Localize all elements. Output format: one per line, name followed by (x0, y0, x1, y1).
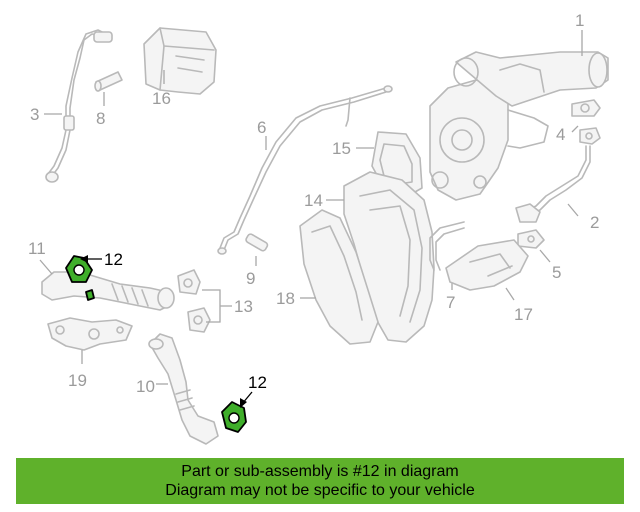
callout-2: 2 (590, 213, 599, 232)
arrow-12a-icon (80, 255, 88, 263)
leader-5 (539, 249, 551, 263)
callout-10: 10 (136, 377, 155, 396)
callout-4: 4 (556, 125, 565, 144)
part-18-heat-shield (299, 209, 379, 345)
part-9-fitting (245, 233, 269, 252)
callout-5: 5 (552, 263, 561, 282)
part-11-egr-pipe (41, 271, 175, 311)
part-12-gasket-lower (221, 401, 247, 433)
callout-19: 19 (68, 371, 87, 390)
part-13-gaskets (177, 269, 211, 333)
part-8-tube (94, 71, 123, 92)
part-17-bracket (445, 239, 529, 291)
part-12-gasket-upper (65, 255, 95, 301)
callout-9: 9 (246, 269, 255, 288)
part-10-egr-pipe (148, 333, 219, 445)
part-14-manifold (343, 171, 435, 343)
leader-17 (505, 287, 515, 301)
callout-12-lower: 12 (248, 373, 267, 392)
callout-18: 18 (276, 289, 295, 308)
banner-line-1: Part or sub-assembly is #12 in diagram (181, 463, 459, 480)
callout-15: 15 (332, 139, 351, 158)
part-3-hose (45, 29, 113, 183)
banner-line-2: Diagram may not be specific to your vehi… (165, 482, 475, 499)
callout-3: 3 (30, 105, 39, 124)
part-19-connector (47, 317, 133, 351)
callout-6: 6 (257, 118, 266, 137)
leader-4 (571, 125, 579, 133)
part-5-gasket (517, 229, 545, 249)
info-banner: Part or sub-assembly is #12 in diagram D… (16, 458, 624, 504)
callout-11: 11 (28, 239, 46, 258)
callout-13: 13 (234, 297, 253, 316)
leader-2 (567, 203, 579, 217)
arrow-12b-icon (240, 398, 247, 408)
callout-12-upper: 12 (104, 250, 123, 269)
callout-1: 1 (575, 11, 584, 30)
callout-8: 8 (96, 109, 105, 128)
part-6-line (217, 85, 393, 255)
callout-17: 17 (514, 305, 533, 324)
leader-11 (39, 259, 53, 275)
leader-13 (202, 289, 232, 323)
part-4-gasket (571, 99, 601, 145)
part-2-oil-line (515, 145, 591, 223)
callout-7: 7 (446, 293, 455, 312)
parts-diagram: 3 8 16 6 9 1 (28, 11, 609, 445)
part-16-heat-shield (143, 27, 217, 95)
callout-16: 16 (152, 89, 171, 108)
part-1-turbocharger (429, 51, 609, 201)
callout-14: 14 (304, 191, 323, 210)
part-7-pipe (429, 221, 465, 271)
